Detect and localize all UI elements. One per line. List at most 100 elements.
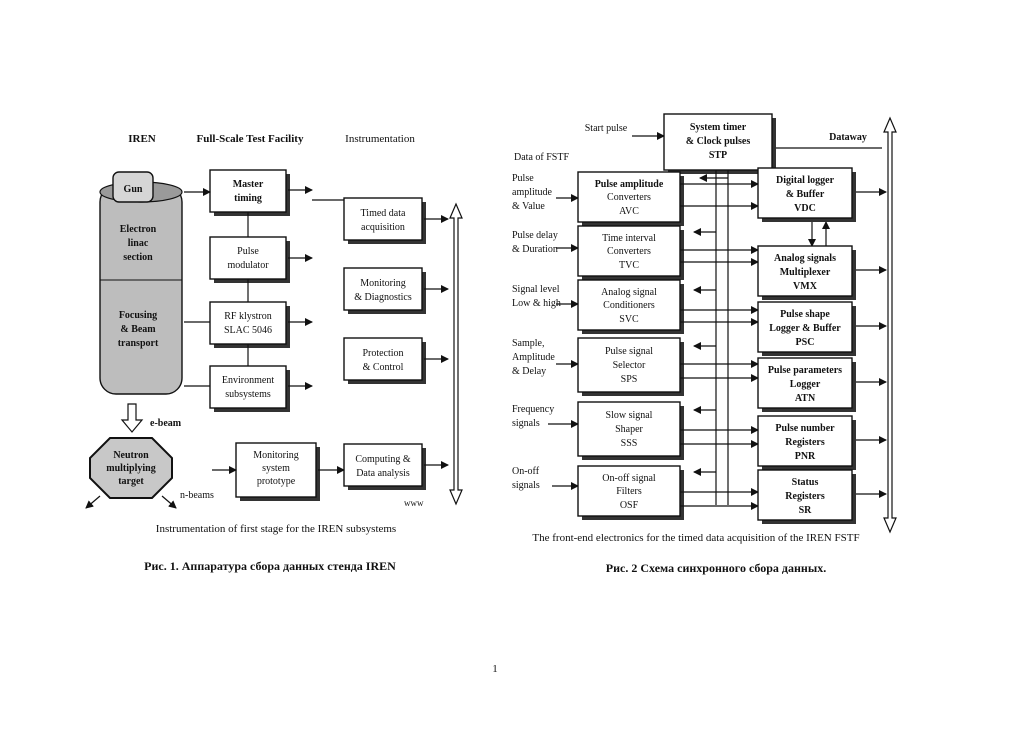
master-timing-box: [209, 169, 287, 213]
block-label: Conditioners: [603, 300, 655, 311]
tvc-box: [577, 225, 681, 277]
input-label: On-off: [512, 466, 540, 477]
block-label: Selector: [613, 360, 646, 371]
monitoring-prototype-label-3: prototype: [257, 476, 296, 487]
block-label: Slow signal: [606, 410, 653, 421]
monitoring-prototype-label-1: Monitoring: [253, 450, 299, 461]
pnr-box: [757, 415, 853, 467]
block-label: Multiplexer: [780, 267, 831, 278]
input-label: Amplitude: [512, 352, 555, 363]
protection-control-label-1: Protection: [362, 348, 403, 359]
rf-klystron-box: [209, 301, 287, 345]
fig1-header-iren: IREN: [128, 133, 156, 145]
protection-control-box: [343, 337, 423, 381]
vdc-box: [757, 167, 853, 219]
fig1-bus: [449, 202, 463, 506]
fig2-left-blocks: Pulse amplitude Converters AVC Time inte…: [577, 171, 684, 520]
timer-label-2: & Clock pulses: [686, 136, 751, 147]
master-timing-label-1: Master: [233, 179, 264, 190]
input-label: & Duration: [512, 244, 558, 255]
block-label: VDC: [794, 203, 816, 214]
accelerator-column: Gun Electron linac section Focusing & Be…: [85, 171, 214, 509]
avc-box: [577, 171, 681, 223]
block-label: SVC: [619, 314, 639, 325]
n-beam-arrow-right: [161, 495, 177, 509]
monitoring-prototype-box: [235, 442, 317, 498]
page-number: 1: [492, 663, 498, 675]
block-label: On-off signal: [602, 473, 656, 484]
gun-box: [112, 171, 154, 203]
figure-1: IREN Full-Scale Test Facility Instrument…: [85, 133, 463, 573]
input-label: Sample,: [512, 338, 545, 349]
computing-label-2: Data analysis: [356, 468, 410, 479]
master-timing-label-2: timing: [234, 193, 262, 204]
monitoring-diag-label-2: & Diagnostics: [354, 292, 412, 303]
timed-daq-label-1: Timed data: [361, 208, 406, 219]
input-label: & Value: [512, 201, 545, 212]
block-label: Logger: [790, 379, 821, 390]
atn-box: [757, 357, 853, 409]
instrumentation-column: Timed data acquisition Monitoring & Diag…: [312, 197, 463, 508]
facility-column: Master timing Pulse modulator RF klystro…: [184, 169, 345, 501]
gun-label: Gun: [124, 184, 143, 195]
focusing-label-1: Focusing: [119, 310, 157, 321]
block-label: Status: [792, 477, 819, 488]
fig2-dataway-links: [856, 188, 887, 498]
monitoring-prototype-label-2: system: [262, 463, 290, 474]
block-label: Filters: [616, 486, 642, 497]
block-label: SPS: [621, 374, 638, 385]
target-label-3: target: [118, 476, 144, 487]
svc-box: [577, 279, 681, 331]
timed-daq-label-2: acquisition: [361, 222, 405, 233]
e-beam-arrow: [120, 403, 144, 433]
block-label: Pulse signal: [605, 346, 653, 357]
timed-daq-box: [343, 197, 423, 241]
block-label: Analog signal: [601, 287, 657, 298]
fig1-header-facility: Full-Scale Test Facility: [197, 133, 304, 145]
input-label: amplitude: [512, 187, 553, 198]
block-label: Pulse shape: [780, 309, 830, 320]
block-label: Converters: [607, 192, 651, 203]
computing-label-1: Computing &: [355, 454, 411, 465]
input-label: signals: [512, 480, 540, 491]
psc-box: [757, 301, 853, 353]
fig2-connections: [680, 174, 830, 510]
input-label: signals: [512, 418, 540, 429]
block-label: & Buffer: [786, 189, 825, 200]
fig2-caption: Рис. 2 Схема синхронного сбора данных.: [606, 561, 826, 575]
pulse-modulator-label-1: Pulse: [237, 246, 259, 257]
figure-2: Start pulse System timer & Clock pulses …: [512, 113, 897, 575]
protection-control-label-2: & Control: [363, 362, 404, 373]
input-label: Signal level: [512, 284, 560, 295]
neutron-target: [89, 437, 173, 499]
vmx-box: [757, 245, 853, 297]
fig1-inner-caption: Instrumentation of first stage for the I…: [156, 523, 396, 535]
system-timer-box: [663, 113, 773, 171]
linac-label-2: linac: [128, 238, 149, 249]
sss-box: [577, 401, 681, 457]
timer-label-1: System timer: [690, 122, 747, 133]
linac-body: [99, 185, 183, 395]
sps-box: [577, 337, 681, 393]
block-label: SR: [799, 505, 813, 516]
block-label: PNR: [795, 451, 816, 462]
fig2-right-blocks: Digital logger & Buffer VDC Analog signa…: [757, 167, 856, 524]
dataway-label: Dataway: [829, 132, 867, 143]
block-label: Registers: [785, 437, 825, 448]
pulse-modulator-box: [209, 236, 287, 280]
block-label: PSC: [796, 337, 815, 348]
pulse-modulator-label-2: modulator: [227, 260, 269, 271]
input-label: & Delay: [512, 366, 546, 377]
environment-label-2: subsystems: [225, 389, 271, 400]
linac-label-1: Electron: [120, 224, 157, 235]
computing-box: [343, 443, 423, 487]
e-beam-label: e-beam: [150, 418, 182, 429]
data-of-fstf-label: Data of FSTF: [514, 152, 569, 163]
focusing-label-2: & Beam: [120, 324, 156, 335]
timer-label-3: STP: [709, 150, 727, 161]
input-label: Frequency: [512, 404, 554, 415]
block-label: Time interval: [602, 233, 656, 244]
block-label: Digital logger: [776, 175, 835, 186]
start-pulse-label: Start pulse: [585, 123, 628, 134]
